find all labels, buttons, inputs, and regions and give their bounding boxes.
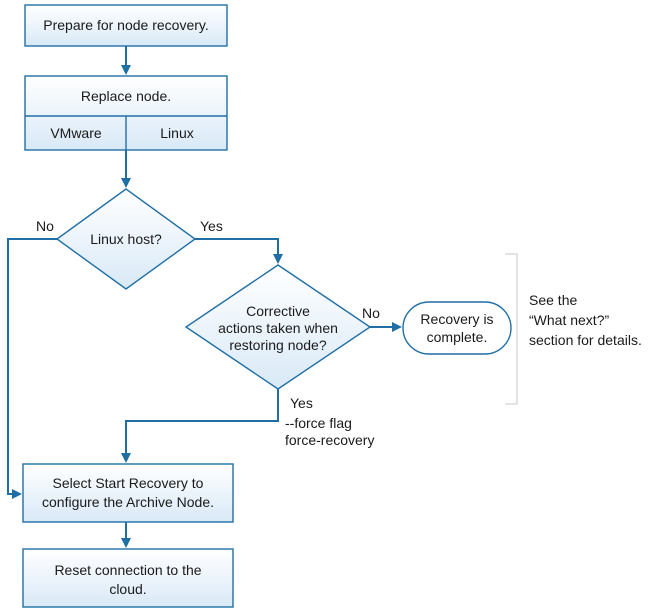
note-line3: section for details. — [529, 332, 642, 348]
reset-connection-step: Reset connection to the cloud. — [22, 548, 234, 608]
edge-label-force-flag: --force flag — [285, 415, 352, 431]
reset-line1: Reset connection to the — [54, 562, 201, 578]
prepare-step: Prepare for node recovery. — [24, 4, 228, 47]
edge-label-yes-right: Yes — [200, 218, 223, 234]
reset-line2: cloud. — [109, 581, 146, 597]
linux-option: Linux — [160, 125, 193, 141]
note-line2: “What next?” — [529, 312, 609, 328]
connector-linuxhost-no — [7, 238, 57, 499]
select-start-line2: configure the Archive Node. — [42, 494, 214, 510]
what-next-note: See the “What next?” section for details… — [529, 292, 642, 348]
corrective-line1: Corrective — [246, 303, 310, 319]
edge-label-yes-down: Yes — [290, 395, 313, 411]
replace-node-step: Replace node. VMware Linux — [24, 75, 228, 151]
replace-node-label: Replace node. — [81, 88, 171, 104]
corrective-actions-decision: Corrective actions taken when restoring … — [184, 264, 372, 390]
select-start-line1: Select Start Recovery to — [53, 475, 204, 491]
corrective-line3: restoring node? — [229, 337, 327, 353]
linux-host-decision: Linux host? — [55, 188, 197, 290]
connector-linuxhost-yes — [195, 238, 283, 264]
edge-label-force-recovery: force-recovery — [285, 432, 374, 448]
vmware-option: VMware — [50, 125, 102, 141]
select-start-recovery-step: Select Start Recovery to configure the A… — [22, 463, 234, 523]
recovery-complete-line1: Recovery is — [420, 311, 493, 327]
linux-host-label: Linux host? — [90, 231, 162, 247]
recovery-complete-line2: complete. — [427, 329, 488, 345]
connector-corrective-yes — [121, 389, 279, 463]
recovery-complete-terminal: Recovery is complete. — [402, 301, 512, 355]
note-line1: See the — [529, 292, 577, 308]
corrective-line2: actions taken when — [218, 320, 338, 336]
edge-label-no-right: No — [362, 305, 380, 321]
note-bracket — [505, 253, 518, 405]
edge-label-no-left: No — [36, 218, 54, 234]
prepare-step-label: Prepare for node recovery. — [43, 17, 209, 33]
